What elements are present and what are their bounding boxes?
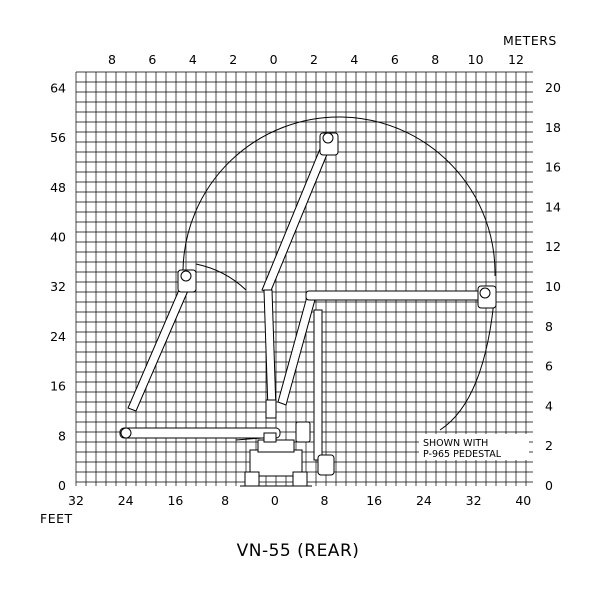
feet-unit-label: FEET bbox=[40, 511, 73, 526]
feet-bottom-tick-label: 8 bbox=[221, 493, 229, 508]
pedestal-base bbox=[235, 432, 312, 487]
feet-bottom-tick-label: 24 bbox=[118, 493, 134, 508]
meters-top-tick-label: 0 bbox=[270, 52, 278, 67]
meters-top-tick-label: 4 bbox=[350, 52, 358, 67]
feet-tick-label: 64 bbox=[50, 80, 66, 95]
meters-top-tick-label: 12 bbox=[508, 52, 524, 67]
reach-envelope-arc bbox=[182, 116, 496, 277]
meters-tick-label: 2 bbox=[545, 438, 553, 453]
meters-unit-label: METERS bbox=[503, 33, 557, 48]
feet-tick-label: 32 bbox=[50, 279, 66, 294]
meters-top-tick-label: 2 bbox=[229, 52, 237, 67]
feet-tick-label: 56 bbox=[50, 130, 66, 145]
meters-top-tick-label: 8 bbox=[431, 52, 439, 67]
feet-bottom-tick-label: 32 bbox=[466, 493, 482, 508]
meters-axis-right: 0 2 4 6 8 10 12 14 16 18 20 bbox=[545, 80, 561, 493]
meters-tick-label: 20 bbox=[545, 80, 561, 95]
meters-tick-label: 14 bbox=[545, 199, 561, 214]
feet-bottom-tick-label: 0 bbox=[271, 493, 279, 508]
feet-axis-left: 0 8 16 24 32 40 48 56 64 bbox=[50, 80, 66, 493]
note-line-2: P-965 PEDESTAL bbox=[423, 449, 502, 460]
feet-tick-label: 8 bbox=[58, 428, 66, 443]
feet-bottom-tick-label: 16 bbox=[167, 493, 183, 508]
meters-top-tick-label: 8 bbox=[108, 52, 116, 67]
diagram-title: VN-55 (REAR) bbox=[237, 541, 360, 561]
feet-bottom-tick-label: 24 bbox=[416, 493, 432, 508]
meters-tick-label: 8 bbox=[545, 319, 553, 334]
meters-top-tick-label: 6 bbox=[148, 52, 156, 67]
feet-tick-label: 40 bbox=[50, 230, 66, 245]
boom-horizontal-max bbox=[277, 285, 497, 406]
meters-tick-label: 0 bbox=[545, 478, 553, 493]
meters-tick-label: 18 bbox=[545, 120, 561, 135]
meters-tick-label: 4 bbox=[545, 398, 553, 413]
note-background bbox=[419, 434, 529, 460]
feet-axis-bottom: 32 24 16 8 0 8 16 24 32 40 bbox=[68, 493, 531, 508]
meters-tick-label: 10 bbox=[545, 279, 561, 294]
boom-horizontal-low bbox=[119, 421, 311, 443]
inner-envelope-arc bbox=[195, 263, 247, 291]
note-line-1: SHOWN WITH bbox=[423, 438, 488, 449]
feet-tick-label: 0 bbox=[58, 478, 66, 493]
feet-tick-label: 24 bbox=[50, 329, 66, 344]
meters-tick-label: 6 bbox=[545, 359, 553, 374]
meters-tick-label: 16 bbox=[545, 160, 561, 175]
feet-tick-label: 48 bbox=[50, 180, 66, 195]
feet-tick-label: 16 bbox=[50, 379, 66, 394]
feet-bottom-tick-label: 8 bbox=[321, 493, 329, 508]
meters-top-tick-label: 10 bbox=[468, 52, 484, 67]
meters-top-tick-label: 6 bbox=[391, 52, 399, 67]
meters-axis-top: 8 6 4 2 0 2 4 6 8 10 12 bbox=[108, 52, 524, 67]
feet-bottom-tick-label: 16 bbox=[366, 493, 382, 508]
meters-top-tick-label: 4 bbox=[189, 52, 197, 67]
reach-envelope-lower-arc bbox=[439, 289, 496, 431]
meters-tick-label: 12 bbox=[545, 239, 561, 254]
meters-top-tick-label: 2 bbox=[310, 52, 318, 67]
boom-vertical-max bbox=[261, 132, 339, 419]
boom-lowered-right bbox=[313, 309, 335, 476]
boom-left-extended bbox=[127, 269, 197, 412]
feet-bottom-tick-label: 40 bbox=[515, 493, 531, 508]
feet-bottom-tick-label: 32 bbox=[68, 493, 84, 508]
